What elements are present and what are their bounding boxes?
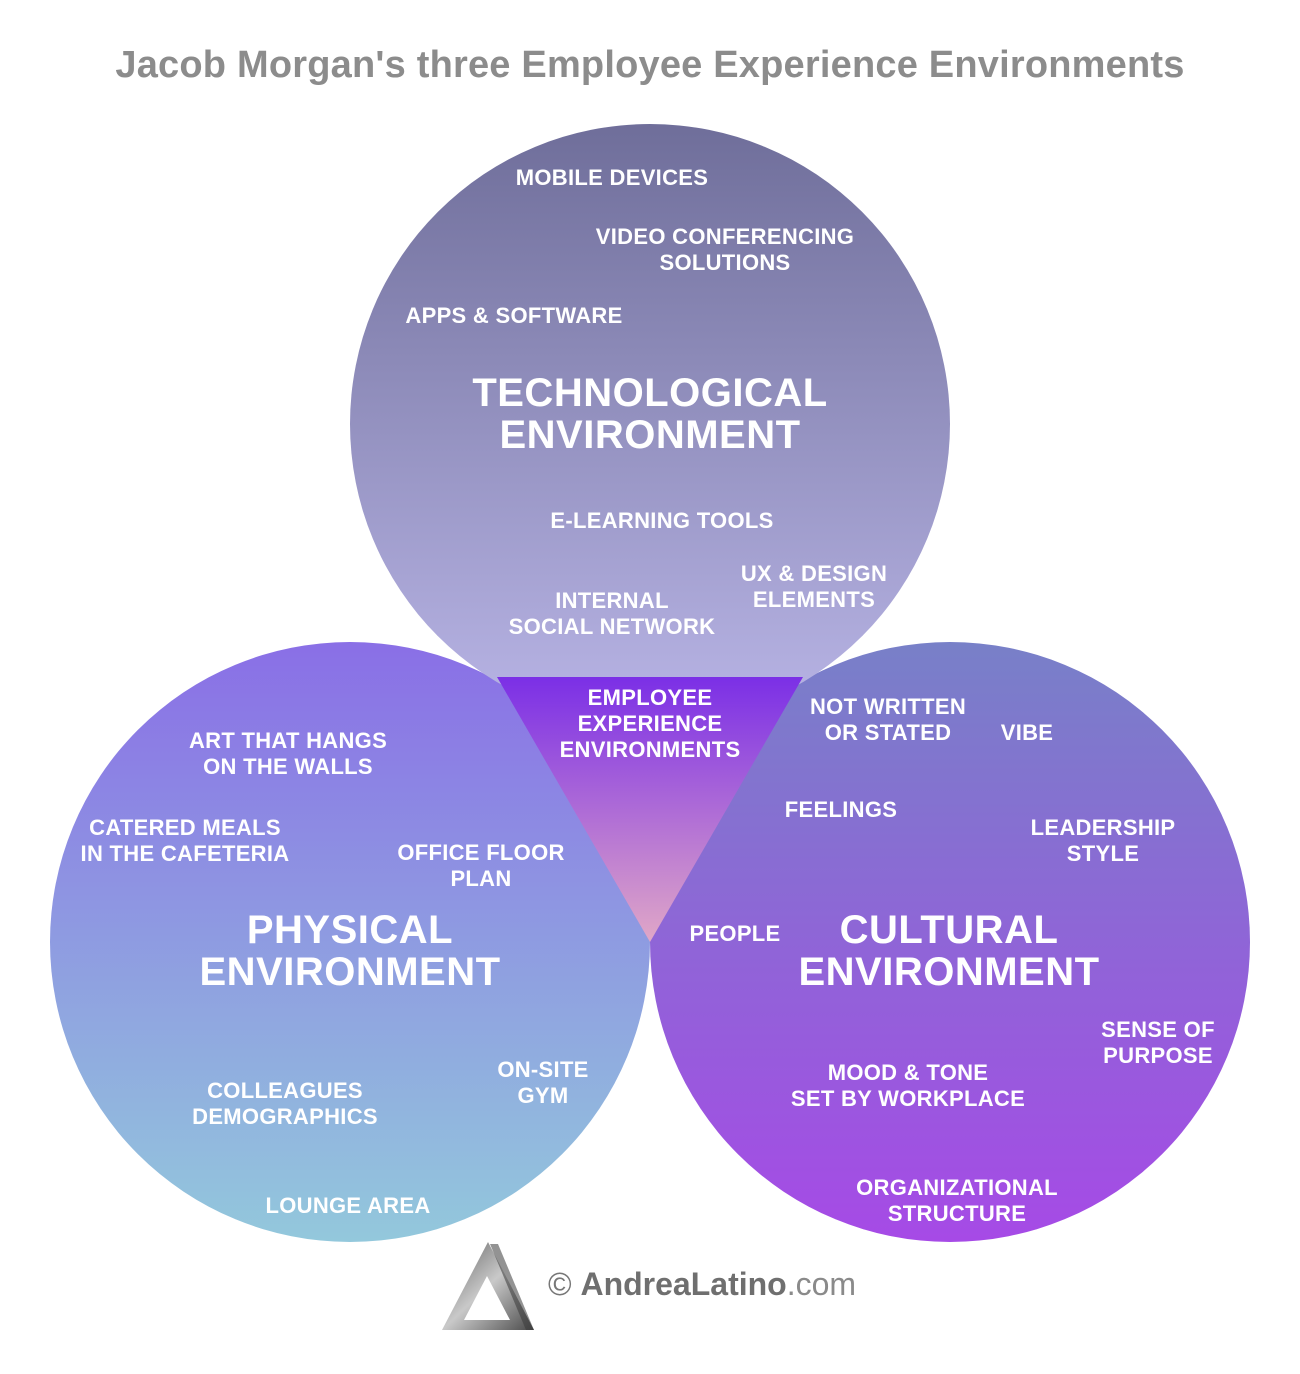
technological-title: TECHNOLOGICAL ENVIRONMENT [472,371,828,457]
item-mood-tone: MOOD & TONE SET BY WORKPLACE [790,1060,1026,1111]
item-feelings: FEELINGS [784,797,898,823]
cultural-circle [650,642,1250,1242]
item-vibe: VIBE [1000,720,1054,746]
item-catered-meals: CATERED MEALS IN THE CAFETERIA [80,815,290,866]
center-label: EMPLOYEE EXPERIENCE ENVIRONMENTS [559,685,741,762]
copyright-symbol: © [548,1266,572,1302]
footer-credit: © AndreaLatino.com [548,1266,856,1303]
item-mobile-devices: MOBILE DEVICES [515,165,709,191]
item-elearning-tools: E-LEARNING TOOLS [550,508,774,534]
brand-name: AndreaLatino [580,1266,787,1302]
cultural-title: CULTURAL ENVIRONMENT [798,908,1100,994]
center-triangle [497,677,803,942]
item-ux-design: UX & DESIGN ELEMENTS [740,561,888,612]
item-lounge-area: LOUNGE AREA [265,1193,431,1219]
physical-title: PHYSICAL ENVIRONMENT [199,908,501,994]
item-people: PEOPLE [689,921,781,947]
technological-circle [350,124,950,724]
physical-circle [50,642,650,1242]
item-leadership-style: LEADERSHIP STYLE [1030,815,1176,866]
page-title: Jacob Morgan's three Employee Experience… [115,44,1185,86]
triangle-logo-icon [442,1242,534,1330]
item-office-floor-plan: OFFICE FLOOR PLAN [397,840,565,891]
item-apps-software: APPS & SOFTWARE [405,303,623,329]
item-video-conferencing: VIDEO CONFERENCING SOLUTIONS [595,224,855,275]
item-art-walls: ART THAT HANGS ON THE WALLS [188,728,388,779]
item-organizational-structure: ORGANIZATIONAL STRUCTURE [856,1175,1058,1226]
item-internal-social-network: INTERNAL SOCIAL NETWORK [508,588,716,639]
item-colleagues-demographics: COLLEAGUES DEMOGRAPHICS [192,1078,378,1129]
item-not-written: NOT WRITTEN OR STATED [809,694,967,745]
brand-tld: .com [786,1266,857,1302]
item-sense-of-purpose: SENSE OF PURPOSE [1101,1017,1215,1068]
item-onsite-gym: ON-SITE GYM [497,1057,589,1108]
